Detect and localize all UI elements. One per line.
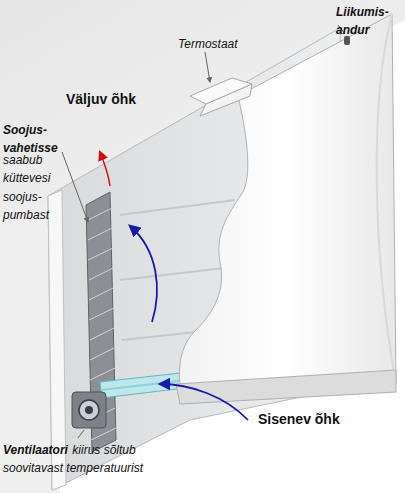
inflow-arrow (160, 384, 248, 420)
part-label: Soojus- vahetisse (3, 123, 58, 155)
label-block: Väljuv õhk (66, 90, 166, 108)
bottom-lip (176, 370, 396, 404)
part-label: Termostaat (178, 37, 238, 51)
motion-sensor (344, 36, 350, 45)
part-label: saabub küttevesi soojus- pumbast (3, 153, 50, 222)
label-block: Liikumis- andur (336, 2, 402, 39)
part-label: Ventilaatori (3, 443, 68, 457)
leader-line (78, 430, 84, 438)
label-block: saabub küttevesi soojus- pumbast (3, 150, 65, 224)
label-block: Termostaat (178, 34, 258, 52)
fan-motor (72, 392, 106, 428)
leader-line (205, 52, 210, 82)
label-block: Ventilaatori kiirus sõltub soovitavast t… (3, 440, 171, 477)
part-label: Liikumis- andur (336, 5, 389, 37)
airflow-arrow (130, 226, 157, 322)
front-cover (179, 14, 396, 398)
outflow-arrow (100, 152, 110, 186)
label-block: Sisenev õhk (258, 410, 378, 428)
label-block: Soojus- vahetisse (3, 120, 67, 157)
part-label: Väljuv õhk (66, 91, 136, 107)
leader-line (62, 152, 88, 222)
part-label: Sisenev õhk (258, 411, 340, 427)
